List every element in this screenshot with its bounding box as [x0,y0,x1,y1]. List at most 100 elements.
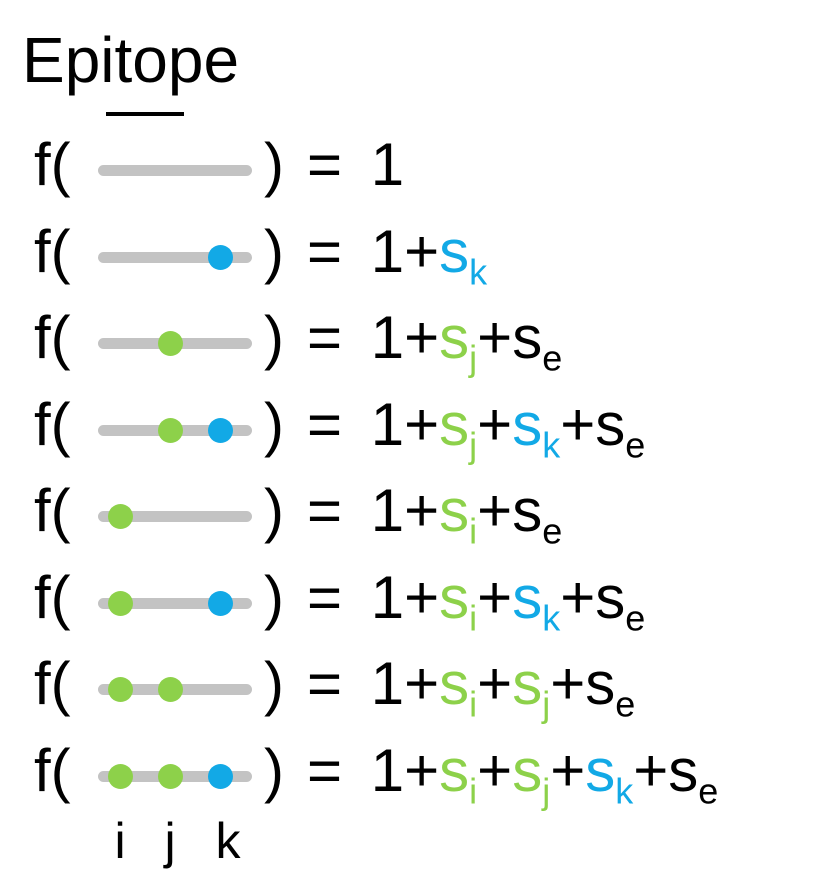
mutation-dot-i [108,504,133,529]
term-subscript: e [625,424,646,466]
term-base: s [439,563,470,631]
plus-operator: + [404,304,440,371]
mutation-dot-i [108,677,133,702]
sequence-line [98,165,252,176]
plus-operator: + [560,563,596,631]
position-label-k: k [215,813,241,869]
term-subscript: k [469,251,488,293]
term-base: s [585,650,616,717]
function-open: f( [34,217,71,285]
mutation-dot-k [208,763,233,789]
plus-operator: + [404,650,440,717]
term-base: s [512,390,543,458]
equals-one: = 1 [307,736,405,804]
plus-operator: + [550,736,586,804]
term-subscript: k [542,424,561,466]
equals-one: = 1 [307,131,405,198]
plus-operator: + [404,477,440,544]
selection-term-i: si [439,477,477,550]
term-subscript: j [469,337,478,379]
term-subscript: e [542,510,563,552]
equals-one: = 1 [307,217,405,285]
term-base: s [439,477,470,544]
equation-row: f() = 1+si+se [34,477,829,557]
mutation-dot-j [158,417,183,443]
selection-term-j: sj [439,304,477,377]
term-base: s [439,390,470,458]
function-close: ) [264,304,284,371]
selection-term-k: sk [585,736,633,809]
term-subscript: k [542,597,561,639]
equation-rhs: = 1+sj+se [307,308,562,377]
function-close: ) [264,650,284,717]
selection-term-k: sk [512,390,560,463]
term-base: s [512,650,543,717]
term-base: s [595,563,626,631]
equation-rhs: = 1 [307,135,404,195]
mutation-dot-i [108,763,133,789]
mutation-dot-k [208,590,233,616]
sequence-line [98,251,252,263]
function-close: ) [264,563,284,631]
equation-row: f() = 1 [34,131,829,211]
epitope-region-marker [106,112,184,116]
equation-row: f()= 1+sj+sk+se [34,391,829,471]
selection-term-e: se [668,736,718,809]
mutation-dot-i [108,590,133,616]
selection-term-e: se [595,563,645,636]
mutation-dot-j [158,331,183,356]
function-open: f( [34,131,71,198]
mutation-dot-j [158,677,183,702]
selection-term-k: sk [439,217,487,290]
function-close: ) [264,390,284,458]
equals-one: = 1 [307,563,405,631]
plus-operator: + [477,563,513,631]
plus-operator: + [477,304,513,371]
sequence-line [98,597,252,609]
selection-term-k: sk [512,564,560,636]
selection-term-j: sj [439,390,477,463]
function-open: f( [34,390,71,458]
position-labels: i j k [0,816,829,876]
plus-operator: + [477,390,513,458]
equation-rhs: = 1+si+se [307,481,562,550]
mutation-dot-k [208,244,233,270]
selection-term-e: se [585,650,635,723]
term-base: s [585,736,616,804]
position-label-i: i [114,813,126,869]
function-close: ) [264,736,284,804]
equals-one: = 1 [307,650,405,717]
equation-row: f()= 1+sj+se [34,304,829,384]
diagram-title: Epitope [22,24,240,96]
function-close: ) [264,477,284,544]
term-subscript: e [542,337,563,379]
equals-one: = 1 [307,477,405,544]
plus-operator: + [477,650,513,717]
term-base: s [439,736,470,804]
term-subscript: k [615,770,634,812]
selection-term-e: se [595,391,645,463]
function-close: ) [264,131,284,198]
term-subscript: i [469,683,478,725]
term-base: s [439,650,470,717]
function-close: ) [264,217,284,285]
term-base: s [439,217,470,285]
selection-term-e: se [512,477,562,550]
plus-operator: + [404,736,440,804]
term-subscript: j [542,770,551,812]
sequence-line [98,511,252,522]
term-base: s [668,736,699,804]
equation-rhs: = 1+si+sj+sk+se [307,740,718,809]
equation-row: f()= 1+si+sj+se [34,650,829,730]
selection-term-e: se [512,304,562,377]
plus-operator: + [477,736,513,804]
term-base: s [439,304,470,371]
mutation-dot-j [158,763,183,789]
term-base: s [512,477,543,544]
function-open: f( [34,304,71,371]
position-label-j: j [164,813,176,869]
equation-rhs: = 1+si+sj+se [307,654,635,723]
function-open: f( [34,477,71,544]
plus-operator: + [404,563,440,631]
equals-one: = 1 [307,304,405,371]
